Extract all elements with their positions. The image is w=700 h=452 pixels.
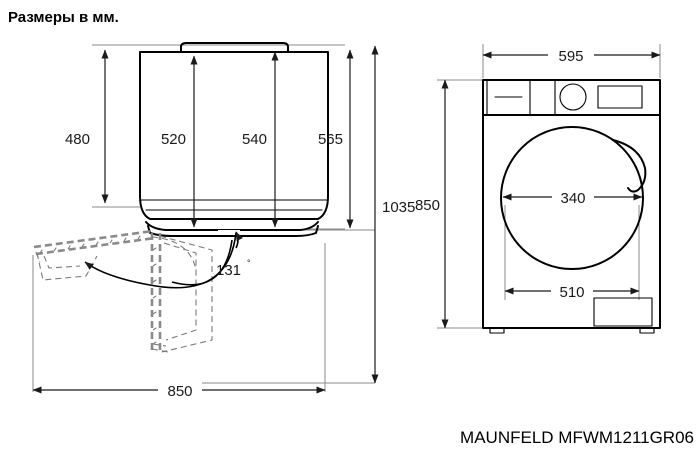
dimension-850-height: 850 xyxy=(415,79,449,329)
dimension-540: 540 xyxy=(242,51,279,228)
front-view-extension-lines xyxy=(437,44,661,329)
dimension-340: 340 xyxy=(502,188,643,207)
cabinet-outline xyxy=(482,79,661,329)
dimension-510: 510 xyxy=(504,282,640,301)
dimension-850-height-label: 850 xyxy=(415,197,440,214)
program-knob[interactable] xyxy=(559,83,587,111)
door-latch-notch xyxy=(218,230,240,234)
dimension-1035-label: 1035 xyxy=(382,199,415,216)
dimension-595: 595 xyxy=(482,46,661,65)
angle-131: 131 ° xyxy=(216,258,251,279)
page-title: Размеры в мм. xyxy=(8,9,119,26)
dimension-565: 565 xyxy=(318,49,354,229)
model-name-label: MAUNFELD MFWM1211GR06 xyxy=(460,428,694,447)
service-hatch[interactable] xyxy=(593,297,653,327)
dimension-520-label: 520 xyxy=(161,131,186,148)
door-swing-construction xyxy=(33,229,243,353)
dimension-565-label: 565 xyxy=(318,131,343,148)
machine-feet xyxy=(489,327,655,334)
dimension-540-label: 540 xyxy=(242,131,267,148)
dimension-340-label: 340 xyxy=(560,190,585,207)
dimension-595-label: 595 xyxy=(558,48,583,65)
dimension-1035: 1035 xyxy=(371,45,415,384)
angle-131-label: 131 xyxy=(216,262,241,279)
adjustable-foot-right xyxy=(639,327,655,334)
dimension-510-label: 510 xyxy=(559,284,584,301)
dimension-850-width-label: 850 xyxy=(167,383,192,400)
top-view-group: 480 520 540 565 1035 850 xyxy=(32,42,415,400)
porthole-door[interactable] xyxy=(500,126,647,270)
control-panel xyxy=(494,83,643,111)
adjustable-foot-left xyxy=(489,327,505,334)
machine-top-outline xyxy=(139,42,329,237)
dimension-850-width: 850 xyxy=(32,381,326,400)
front-view-group: 595 850 340 510 xyxy=(415,44,661,334)
dimension-480-label: 480 xyxy=(65,131,90,148)
dimension-480: 480 xyxy=(65,49,109,204)
display-panel[interactable] xyxy=(597,85,643,109)
dimension-520: 520 xyxy=(161,55,198,228)
degree-symbol-icon: ° xyxy=(247,258,251,268)
